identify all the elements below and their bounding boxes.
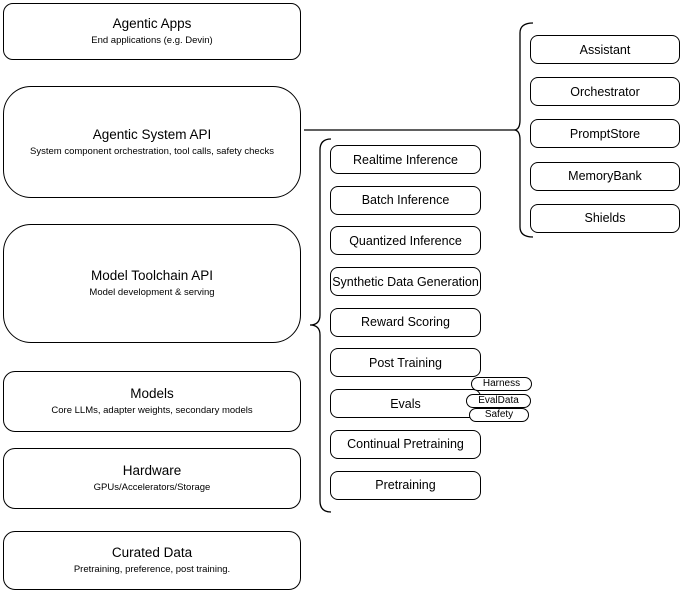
toolchain-item-continual-pretraining: Continual Pretraining [330,429,481,459]
layer-title: Curated Data [111,545,193,560]
toolchain-item-realtime-inference: Realtime Inference [330,145,481,174]
system-item-assistant: Assistant [530,35,680,64]
layer-title: Models [130,386,174,401]
layer-agentic-apps: Agentic Apps End applications (e.g. Devi… [3,3,301,60]
layer-hardware: Hardware GPUs/Accelerators/Storage [3,448,301,509]
eval-tag-harness: Harness [471,377,532,391]
layer-model-toolchain-api: Model Toolchain API Model development & … [3,224,301,343]
toolchain-item-synthetic-data-generation: Synthetic Data Generation [330,267,481,297]
layer-title: Model Toolchain API [90,268,214,283]
layer-models: Models Core LLMs, adapter weights, secon… [3,371,301,432]
toolchain-item-reward-scoring: Reward Scoring [330,307,481,337]
toolchain-item-evals: Evals [330,389,481,419]
system-item-promptstore: PromptStore [530,119,680,149]
eval-tag-safety: Safety [469,408,529,422]
layer-subtitle: Core LLMs, adapter weights, secondary mo… [51,405,253,416]
layer-title: Agentic Apps [112,16,192,31]
layer-subtitle: End applications (e.g. Devin) [91,35,213,46]
system-components-group: Assistant Orchestrator PromptStore Memor… [530,35,680,233]
layer-subtitle: Model development & serving [89,287,215,298]
layer-title: Hardware [122,463,182,478]
layer-title: Agentic System API [92,126,212,142]
system-item-orchestrator: Orchestrator [530,77,680,107]
system-item-shields: Shields [530,203,680,233]
layer-subtitle: GPUs/Accelerators/Storage [93,482,211,493]
eval-tag-evaldata: EvalData [466,394,531,408]
toolchain-item-post-training: Post Training [330,348,481,378]
toolchain-group: Realtime Inference Batch Inference Quant… [330,145,481,500]
toolchain-item-quantized-inference: Quantized Inference [330,226,481,256]
toolchain-curly-brace-icon [309,138,332,513]
toolchain-item-batch-inference: Batch Inference [330,185,481,215]
layer-subtitle: System component orchestration, tool cal… [30,145,274,157]
toolchain-item-pretraining: Pretraining [330,470,481,500]
layer-agentic-system-api: Agentic System API System component orch… [3,86,301,198]
layer-curated-data: Curated Data Pretraining, preference, po… [3,531,301,590]
layer-subtitle: Pretraining, preference, post training. [73,564,231,575]
system-item-memorybank: MemoryBank [530,161,680,191]
